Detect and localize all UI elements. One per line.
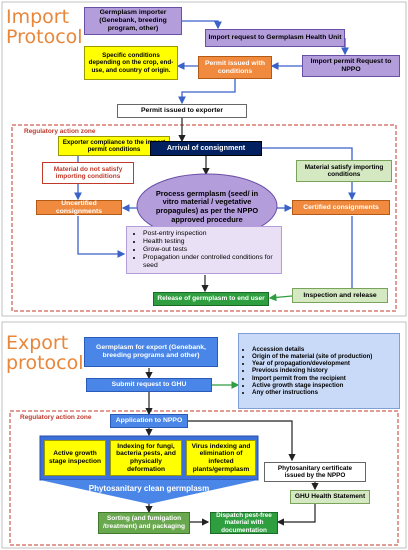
import-title-line2: Protocol — [6, 25, 83, 48]
inspection-release-box: Inspection and release — [292, 288, 388, 303]
permit-conditions-text: Permit issued with conditions — [204, 59, 266, 75]
step-item: Propagation under controlled conditions … — [143, 254, 277, 270]
specific-conditions-box: Specific conditions depending on the cro… — [84, 46, 178, 80]
clean-arrow-shape — [40, 480, 258, 504]
arrow-permit-to-exporter — [178, 79, 236, 105]
detail-item: Any other instructions — [252, 389, 372, 396]
sorting-box: Sorting (and fumigation /treatment) and … — [98, 512, 190, 534]
application-nppo-box: Application to NPPO — [110, 414, 188, 428]
detail-item: Active growth stage inspection — [252, 382, 372, 389]
exporter-compliance-box: Exporter compliance to the import permit… — [58, 136, 170, 156]
dispatch-text: Dispatch pest-free material with documen… — [216, 511, 272, 534]
sorting-text: Sorting (and fumigation /treatment) and … — [102, 515, 186, 530]
steps-list: Post-entry inspection Health testing Gro… — [131, 230, 277, 269]
uncertified-box: Uncertified consignments — [36, 200, 122, 215]
ghu-statement-box: GHU Health Statement — [290, 490, 370, 504]
detail-item: Import permit from the recipient — [252, 375, 372, 382]
satisfy-box: Material satisfy importing conditions — [296, 160, 392, 182]
export-title-line2: protocol — [6, 351, 84, 374]
ghu-statement-text: GHU Health Statement — [294, 493, 366, 501]
germplasm-export-box: Germplasm for export (Genebank, breeding… — [84, 337, 218, 367]
active-growth-text: Active growth stage inspection — [48, 450, 102, 465]
release-text: Release of germplasm to end user — [157, 295, 265, 303]
import-title: Import Protocol — [6, 6, 83, 48]
permit-conditions-box: Permit issued with conditions — [198, 56, 272, 79]
phyto-clean-text: Phytosanitary clean germplasm — [88, 484, 210, 494]
step-item: Grow-out tests — [143, 246, 277, 254]
arrival-box: Arrival of consignment — [150, 141, 262, 156]
arrival-text: Arrival of consignment — [166, 143, 246, 153]
virus-indexing-box: Virus indexing and elimination of infect… — [186, 440, 256, 476]
import-title-line1: Import — [6, 6, 70, 28]
nppo-request-text: Import permit Request to NPPO — [310, 58, 392, 73]
ghu-request-box: Import request to Germplasm Health Unit — [205, 29, 345, 47]
germplasm-importer-text: Germplasm importer (Genebank, breeding p… — [99, 9, 167, 32]
nppo-request-box: Import permit Request to NPPO — [302, 55, 400, 77]
indexing-box: Indexing for fungi, bacteria pests, and … — [110, 440, 182, 476]
arrow-nppo-to-certificate — [187, 420, 296, 462]
germplasm-importer-box: Germplasm importer (Genebank, breeding p… — [84, 7, 182, 35]
detail-item: Origin of the material (site of producti… — [252, 353, 372, 360]
ghu-request-text: Import request to Germplasm Health Unit — [208, 34, 342, 42]
submit-ghu-box: Submit request to GHU — [86, 378, 212, 392]
step-item: Post-entry inspection — [143, 230, 277, 238]
not-satisfy-box: Material do not satisfy importing condit… — [42, 162, 134, 184]
certified-box: Certified consignments — [292, 200, 390, 215]
uncertified-text: Uncertified consignments — [55, 199, 103, 215]
active-growth-box: Active growth stage inspection — [44, 440, 106, 476]
certified-text: Certified consignments — [303, 203, 379, 211]
application-nppo-text: Application to NPPO — [115, 417, 183, 425]
export-zone-label: Regulatory action zone — [20, 414, 92, 421]
phyto-certificate-text: Phytosanitary certificate issued by the … — [277, 464, 353, 479]
export-title-line1: Export — [6, 332, 69, 354]
detail-item: Accession details — [252, 346, 372, 353]
process-box: Process germplasm (seed/ in vitro materi… — [145, 180, 269, 234]
steps-box: Post-entry inspection Health testing Gro… — [126, 226, 282, 274]
exporter-compliance-text: Exporter compliance to the import permit… — [62, 138, 166, 153]
phyto-clean-label: Phytosanitary clean germplasm — [86, 478, 212, 500]
arrow-statement-to-dispatch — [276, 504, 316, 526]
export-title: Export protocol — [6, 332, 84, 374]
permit-exporter-box: Permit issued to exporter — [117, 104, 247, 118]
arrow-inspection-to-release — [268, 293, 293, 302]
step-item: Health testing — [143, 238, 277, 246]
dispatch-box: Dispatch pest-free material with documen… — [210, 512, 278, 534]
details-box: Accession details Origin of the material… — [238, 333, 400, 409]
permit-exporter-text: Permit issued to exporter — [141, 107, 223, 115]
import-zone-label: Regulatory action zone — [24, 128, 96, 135]
details-list: Accession details Origin of the material… — [242, 346, 372, 396]
arrow-uncertified-to-steps — [77, 216, 126, 258]
germplasm-export-text: Germplasm for export (Genebank, breeding… — [96, 344, 206, 359]
phyto-certificate-box: Phytosanitary certificate issued by the … — [264, 462, 366, 482]
not-satisfy-text: Material do not satisfy importing condit… — [53, 165, 123, 180]
inspection-release-text: Inspection and release — [303, 291, 377, 299]
arrow-arrival-to-certified — [262, 147, 356, 201]
indexing-text: Indexing for fungi, bacteria pests, and … — [116, 442, 176, 473]
submit-ghu-text: Submit request to GHU — [111, 381, 187, 389]
export-zone-border — [9, 410, 399, 546]
specific-conditions-text: Specific conditions depending on the cro… — [88, 52, 174, 74]
release-box: Release of germplasm to end user — [153, 292, 269, 306]
detail-item: Year of propagation/development — [252, 360, 372, 367]
arrow-importer-to-ghu — [182, 20, 222, 30]
detail-item: Previous indexing history — [252, 367, 372, 374]
satisfy-text: Material satisfy importing conditions — [304, 163, 384, 178]
process-text: Process germplasm (seed/ in vitro materi… — [155, 188, 259, 224]
virus-indexing-text: Virus indexing and elimination of infect… — [191, 442, 251, 473]
import-zone-border — [11, 124, 397, 312]
